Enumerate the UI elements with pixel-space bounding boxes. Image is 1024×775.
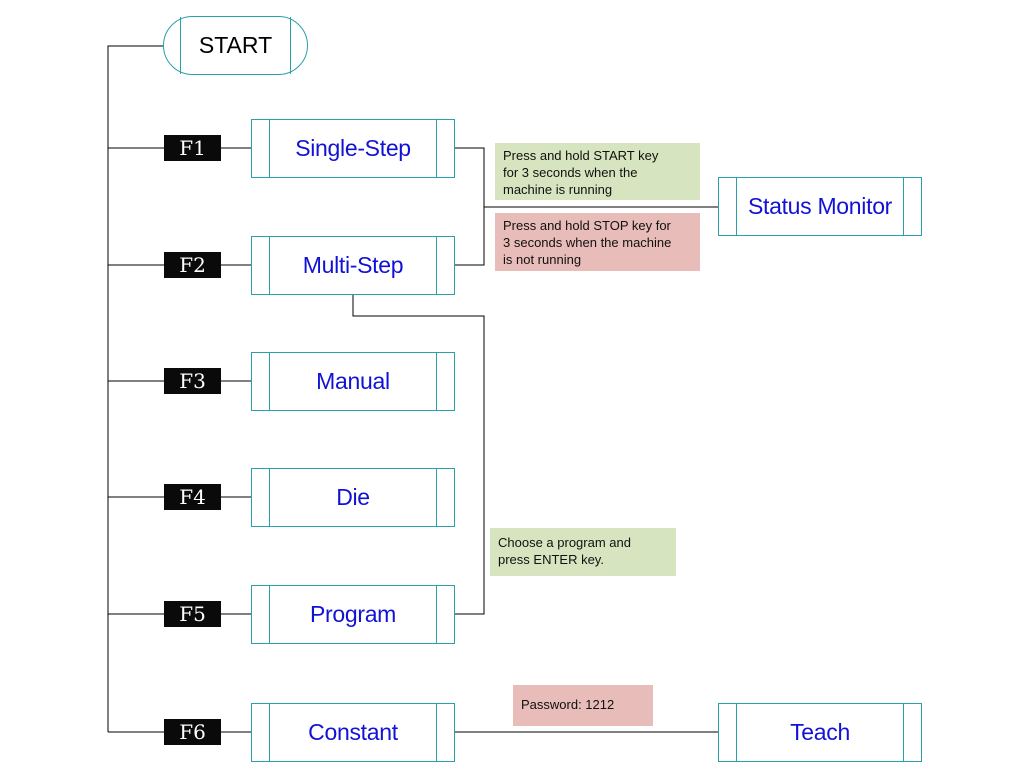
multi-step-to-monitor (455, 207, 485, 266)
multi-step-box: Multi-Step (251, 236, 455, 295)
trunk-line (107, 45, 163, 732)
multi-step-to-program (352, 294, 485, 615)
start-hold-note: Press and hold START key for 3 seconds w… (495, 143, 700, 200)
status-monitor-box: Status Monitor (718, 177, 922, 236)
program-box: Program (251, 585, 455, 644)
teach-box: Teach (718, 703, 922, 762)
program-choose-note: Choose a program and press ENTER key. (490, 528, 676, 576)
start-node: START (163, 16, 308, 75)
constant-box: Constant (251, 703, 455, 762)
f2-key: F2 (164, 252, 221, 278)
f4-key: F4 (164, 484, 221, 510)
password-note: Password: 1212 (513, 685, 653, 726)
f1-key: F1 (164, 135, 221, 161)
f6-key: F6 (164, 719, 221, 745)
stop-hold-note: Press and hold STOP key for 3 seconds wh… (495, 213, 700, 271)
single-step-box: Single-Step (251, 119, 455, 178)
die-box: Die (251, 468, 455, 527)
f5-key: F5 (164, 601, 221, 627)
manual-box: Manual (251, 352, 455, 411)
f3-key: F3 (164, 368, 221, 394)
single-step-to-monitor (455, 147, 718, 208)
